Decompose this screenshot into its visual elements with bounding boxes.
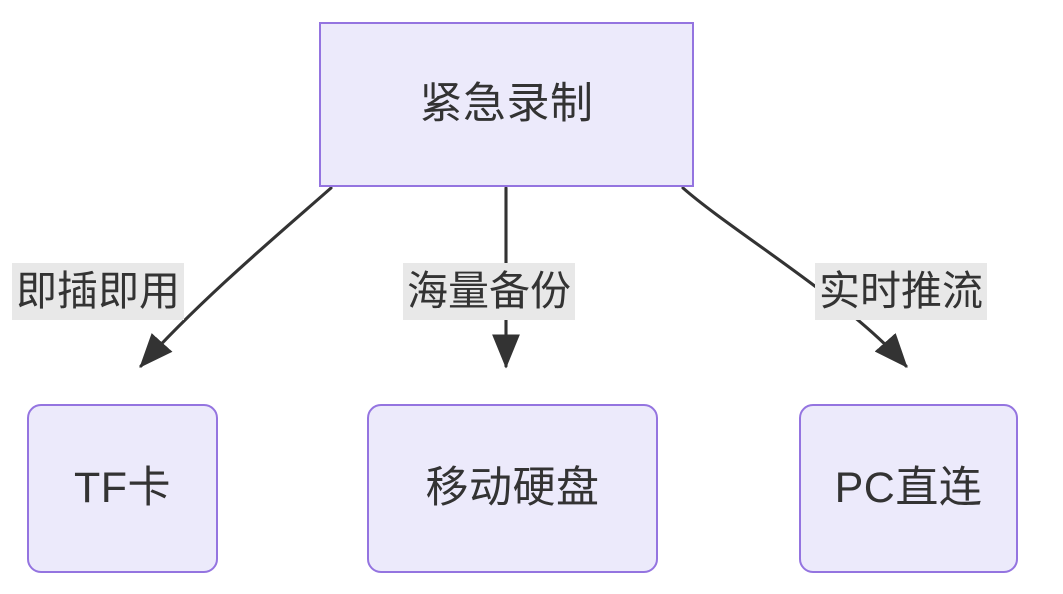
node-leaf-portable-drive-label: 移动硬盘 bbox=[425, 464, 600, 512]
node-root-label: 紧急录制 bbox=[419, 80, 594, 128]
node-leaf-tf-card-label: TF卡 bbox=[73, 464, 172, 512]
edge-label-mass-backup: 海量备份 bbox=[403, 263, 575, 321]
edge-label-plug-and-play: 即插即用 bbox=[12, 263, 184, 321]
edge-label-realtime-stream: 实时推流 bbox=[815, 263, 987, 321]
node-leaf-portable-drive[interactable]: 移动硬盘 bbox=[367, 404, 658, 573]
edge-root-to-leaf-c bbox=[681, 186, 908, 368]
node-leaf-pc-direct[interactable]: PC直连 bbox=[799, 404, 1018, 573]
node-root[interactable]: 紧急录制 bbox=[319, 22, 694, 187]
node-leaf-pc-direct-label: PC直连 bbox=[834, 464, 983, 512]
node-leaf-tf-card[interactable]: TF卡 bbox=[27, 404, 218, 573]
edge-root-to-leaf-a bbox=[139, 186, 333, 368]
